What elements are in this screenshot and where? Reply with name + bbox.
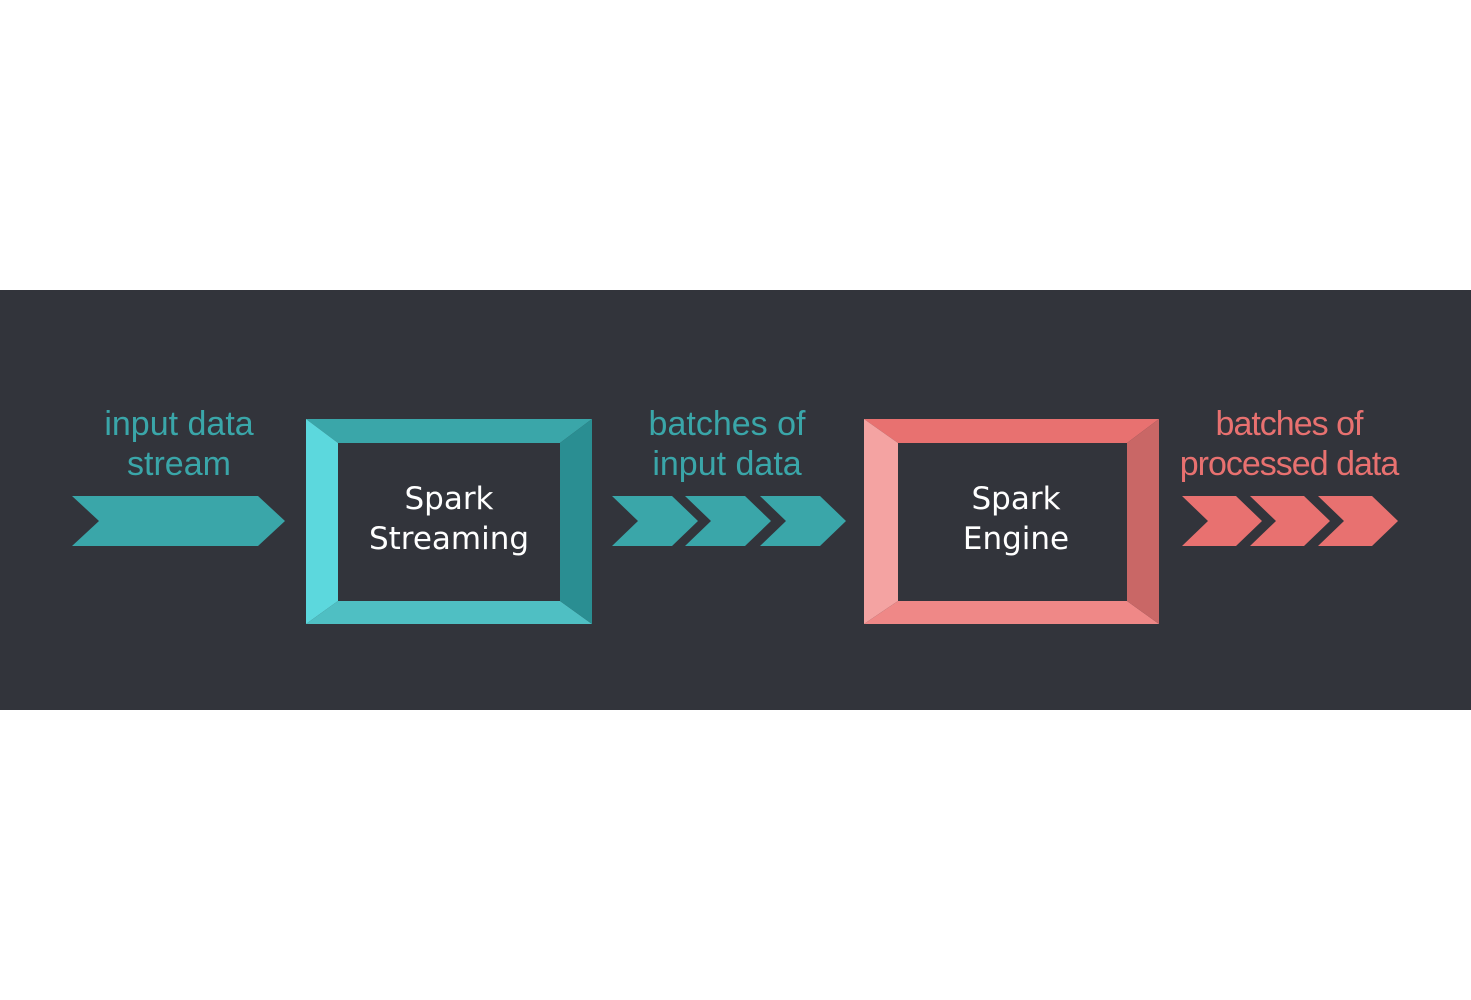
spark-streaming-label-line2: Streaming: [368, 521, 530, 557]
input-stream-label-line2: stream: [127, 445, 231, 483]
spark-engine-label-line2: Engine: [962, 521, 1070, 557]
frame-bottom: [306, 601, 592, 624]
processed-batches-label-line1: batches of: [1215, 405, 1364, 443]
processed-batches-chevrons: [1182, 496, 1398, 546]
frame-top: [306, 419, 592, 443]
spark-streaming-box: [306, 419, 592, 624]
input-stream-arrow: [72, 496, 285, 546]
frame-right: [1127, 419, 1159, 624]
frame-right: [560, 419, 592, 624]
spark-engine-box: [864, 419, 1159, 624]
spark-engine-label-line1: Spark: [971, 481, 1061, 517]
input-batch-chevron: [760, 496, 846, 546]
processed-batch-chevron: [1318, 496, 1398, 546]
frame-inner: [898, 443, 1127, 601]
frame-left: [864, 419, 898, 624]
input-batches-label-line2: input data: [652, 445, 802, 483]
input-batch-chevron: [685, 496, 771, 546]
processed-batch-chevron: [1182, 496, 1262, 546]
input-stream-label: input data stream: [104, 404, 253, 484]
input-batches-label: batches of input data: [649, 404, 806, 484]
frame-left: [306, 419, 338, 624]
input-stream-label-line1: input data: [104, 405, 254, 443]
spark-streaming-label-line1: Spark: [404, 481, 494, 517]
frame-top: [864, 419, 1159, 443]
frame-inner: [338, 443, 560, 601]
input-batches-chevrons: [612, 496, 846, 546]
processed-batches-label: batches of processed data: [1180, 404, 1399, 484]
processed-batches-label-line2: processed data: [1179, 445, 1399, 483]
spark-engine-label: Spark Engine: [963, 479, 1069, 559]
processed-batch-chevron: [1250, 496, 1330, 546]
input-batches-label-line1: batches of: [648, 405, 806, 443]
input-batch-chevron: [612, 496, 698, 546]
frame-bottom: [864, 601, 1159, 624]
spark-streaming-label: Spark Streaming: [369, 479, 529, 559]
